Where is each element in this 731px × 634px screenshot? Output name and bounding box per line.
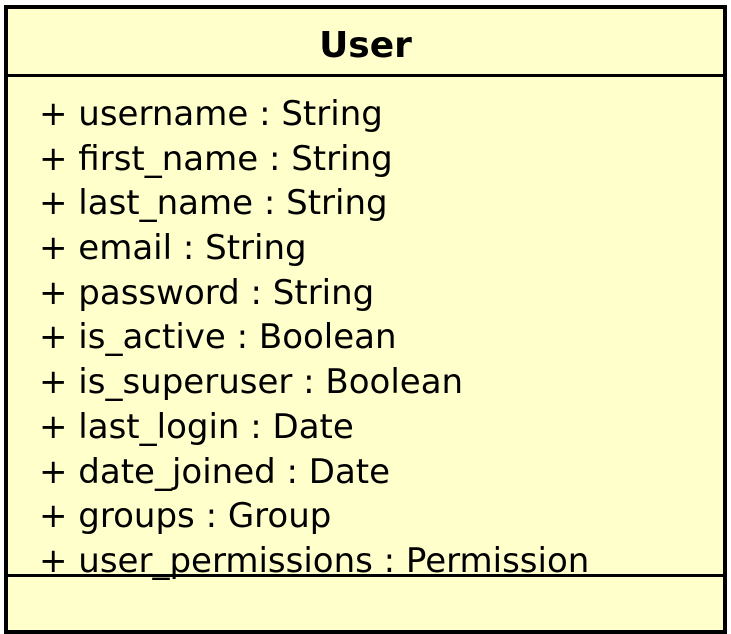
- uml-class-box: User + username : String + first_name : …: [4, 5, 727, 634]
- attribute-username: + username : String: [39, 94, 383, 134]
- attribute-user-permissions: + user_permissions : Permission: [39, 540, 590, 581]
- attribute-last-login: + last_login : Date: [39, 406, 354, 447]
- attribute-is-superuser: + is_superuser : Boolean: [39, 362, 464, 403]
- class-name: User: [8, 9, 723, 77]
- attribute-date-joined: + date_joined : Date: [39, 451, 391, 492]
- attribute-first-name: + first_name : String: [39, 138, 393, 179]
- attributes-compartment: + username : String + first_name : Strin…: [8, 77, 723, 581]
- attribute-groups: + groups : Group: [39, 496, 332, 537]
- attribute-last-name: + last_name : String: [39, 183, 388, 224]
- attribute-password: + password : String: [39, 272, 375, 313]
- attribute-email: + email : String: [39, 228, 307, 269]
- attribute-is-active: + is_active : Boolean: [39, 317, 397, 358]
